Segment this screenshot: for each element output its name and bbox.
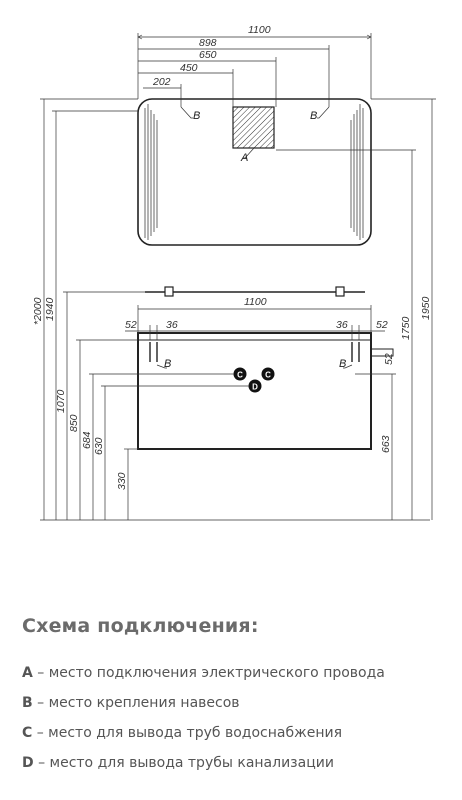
- drain-outlet-d: D: [248, 379, 262, 393]
- dim-v-663: 663: [380, 435, 392, 453]
- legend-item-d: D – место для вывода трубы канализации: [22, 755, 385, 785]
- dim-v-1950: 1950: [420, 296, 432, 320]
- legend-title: Схема подключения:: [22, 615, 259, 637]
- legend-item-c: C – место для вывода труб водоснабжения: [22, 725, 385, 755]
- svg-text:C: C: [265, 371, 271, 380]
- connection-diagram: 1100 898 650 450 202 B B A: [32, 24, 436, 521]
- water-outlet-c-right: C: [261, 367, 275, 381]
- dim-side-52: 52: [383, 353, 395, 365]
- legend-letter: C: [22, 725, 33, 741]
- marker-b-mirror-left: B: [193, 110, 200, 122]
- legend-item-b: B – место крепления навесов: [22, 695, 385, 725]
- legend-item-a: A – место подключения электрического про…: [22, 665, 385, 695]
- electrical-box-a: [232, 106, 275, 149]
- dim-mirror-898: 898: [199, 37, 217, 49]
- svg-text:D: D: [252, 383, 258, 392]
- marker-b-mirror-right: B: [310, 110, 317, 122]
- legend-letter: D: [22, 755, 34, 771]
- shelf: [145, 286, 365, 297]
- dim-cabinet-right-36: 36: [336, 319, 348, 331]
- dim-v-850: 850: [68, 414, 80, 432]
- mirror: [137, 98, 372, 246]
- marker-b-cabinet-right: B: [339, 358, 346, 370]
- dim-v-684: 684: [81, 431, 93, 449]
- dim-v-630: 630: [93, 437, 105, 455]
- legend-list: A – место подключения электрического про…: [22, 665, 385, 785]
- legend-letter: B: [22, 695, 33, 711]
- dim-mirror-1100: 1100: [248, 24, 271, 36]
- dim-v-330: 330: [116, 472, 128, 490]
- dim-cabinet-left-36: 36: [166, 319, 178, 331]
- legend-letter: A: [22, 665, 33, 681]
- legend-text: – место подключения электрического прово…: [32, 665, 385, 681]
- legend-text: – место крепления навесов: [32, 695, 240, 711]
- dim-mirror-202: 202: [152, 76, 171, 88]
- dim-cabinet-1100: 1100: [244, 296, 267, 308]
- dim-mirror-650: 650: [199, 49, 217, 61]
- dim-v-1940: 1940: [44, 297, 56, 321]
- dim-v-1070: 1070: [55, 389, 67, 413]
- dim-v-1750: 1750: [400, 316, 412, 340]
- marker-a: A: [240, 152, 248, 164]
- svg-text:C: C: [237, 371, 243, 380]
- water-outlet-c-left: C: [233, 367, 247, 381]
- cabinet: [137, 332, 394, 450]
- legend-text: – место для вывода труб водоснабжения: [32, 725, 342, 741]
- legend-text: – место для вывода трубы канализации: [33, 755, 334, 771]
- marker-b-cabinet-left: B: [164, 358, 171, 370]
- dim-mirror-450: 450: [180, 62, 198, 74]
- dim-cabinet-left-52: 52: [125, 319, 137, 331]
- dim-cabinet-right-52: 52: [376, 319, 388, 331]
- dim-v-2000: *2000: [32, 297, 44, 325]
